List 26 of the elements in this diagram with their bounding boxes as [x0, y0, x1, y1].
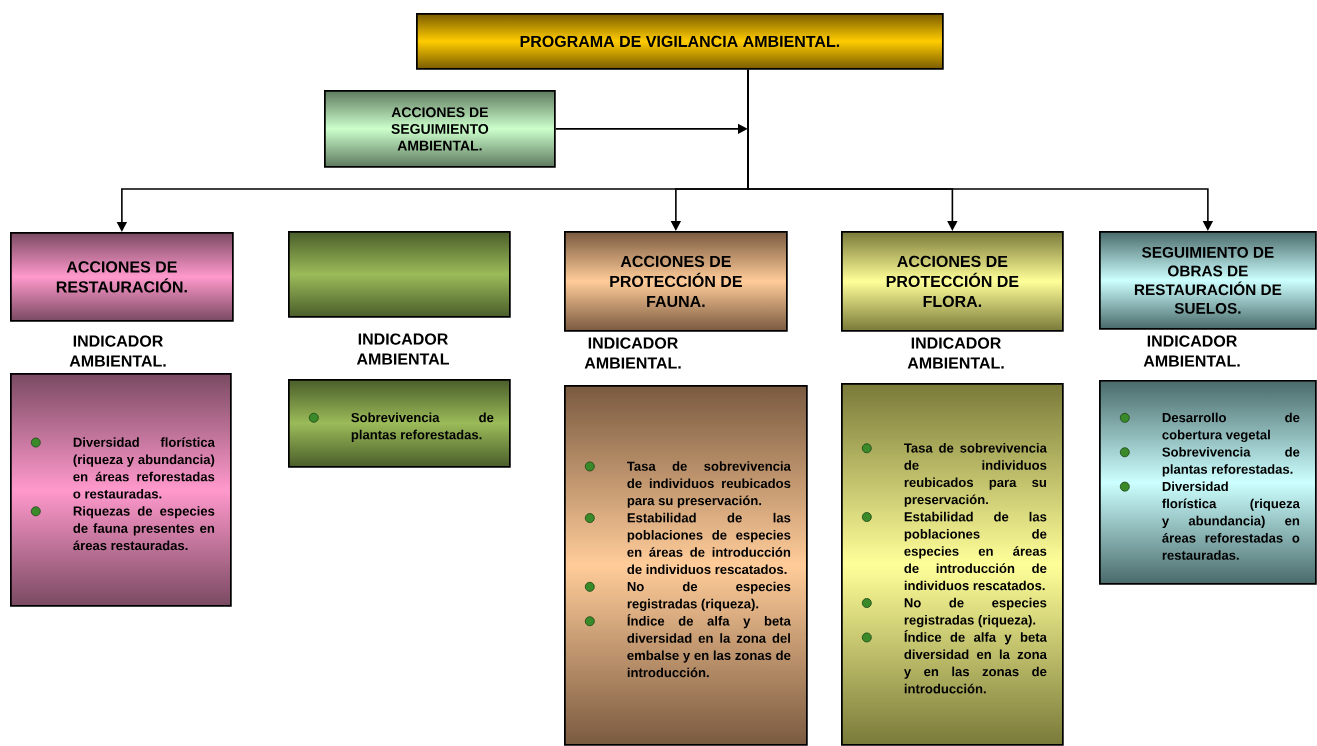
heading-text: INDICADOR AMBIENTAL.: [1143, 335, 1240, 367]
process-box: SEGUIMIENTO DE OBRAS DE RESTAURACIÓN DE SUELOS.: [1099, 231, 1317, 330]
heading-text: INDICADOR AMBIENTAL.: [584, 337, 681, 369]
process-box: ACCIONES DE SEGUIMIENTO AMBIENTAL.: [324, 90, 556, 168]
indicator-text: Diversidad florística (riqueza y abundancia) en áreas reforestadas o restauradas.: [73, 437, 215, 499]
empty-box: [288, 231, 511, 318]
heading-text: INDICADOR AMBIENTAL.: [69, 335, 166, 367]
indicator-text: Índice de alfa y beta diversidad en la zona y en las zonas de introducción.: [904, 630, 1047, 694]
indicator-text: Sobrevivencia de plantas reforestadas.: [351, 412, 494, 442]
indicator-text: Tasa de sobrevivencia de individuos reubicados para su preservación.: [627, 461, 791, 508]
process-box: ACCIONES DE RESTAURACIÓN.: [10, 232, 234, 322]
indicator-text: Riquezas de especies de fauna presentes en áreas restauradas.: [73, 506, 215, 551]
indicator-text: Tasa de sobrevivencia de individuos reubicados para su preservación.: [904, 443, 1047, 507]
process-box: PROGRAMA DE VIGILANCIA AMBIENTAL.: [416, 13, 944, 70]
indicator-text: Índice de alfa y beta diversidad en la zona del embalse y en las zonas de introducción.: [627, 613, 791, 678]
process-box: ACCIONES DE PROTECCIÓN DE FLORA.: [841, 231, 1064, 332]
indicator-text: Diversidad florística (riqueza y abundancia) en áreas reforestadas o restauradas.: [1162, 481, 1300, 560]
process-box: ACCIONES DE PROTECCIÓN DE FAUNA.: [564, 231, 788, 332]
heading-text: INDICADOR AMBIENTAL.: [907, 337, 1004, 369]
indicator-text: Estabilidad de las poblaciones de especies en áreas de introducción de individuos rescatados.: [627, 512, 791, 575]
indicator-text: Sobrevivencia de plantas reforestadas.: [1162, 447, 1300, 477]
indicator-text: Estabilidad de las poblaciones de especies en áreas de introducción de individuos rescatados.: [904, 511, 1047, 591]
indicator-text: No de especies registradas (riqueza).: [627, 581, 791, 612]
indicator-text: No de especies registradas (riqueza).: [904, 597, 1047, 628]
heading-text: INDICADOR AMBIENTAL: [356, 333, 449, 365]
indicator-text: Desarrollo de cobertura vegetal: [1162, 412, 1300, 443]
